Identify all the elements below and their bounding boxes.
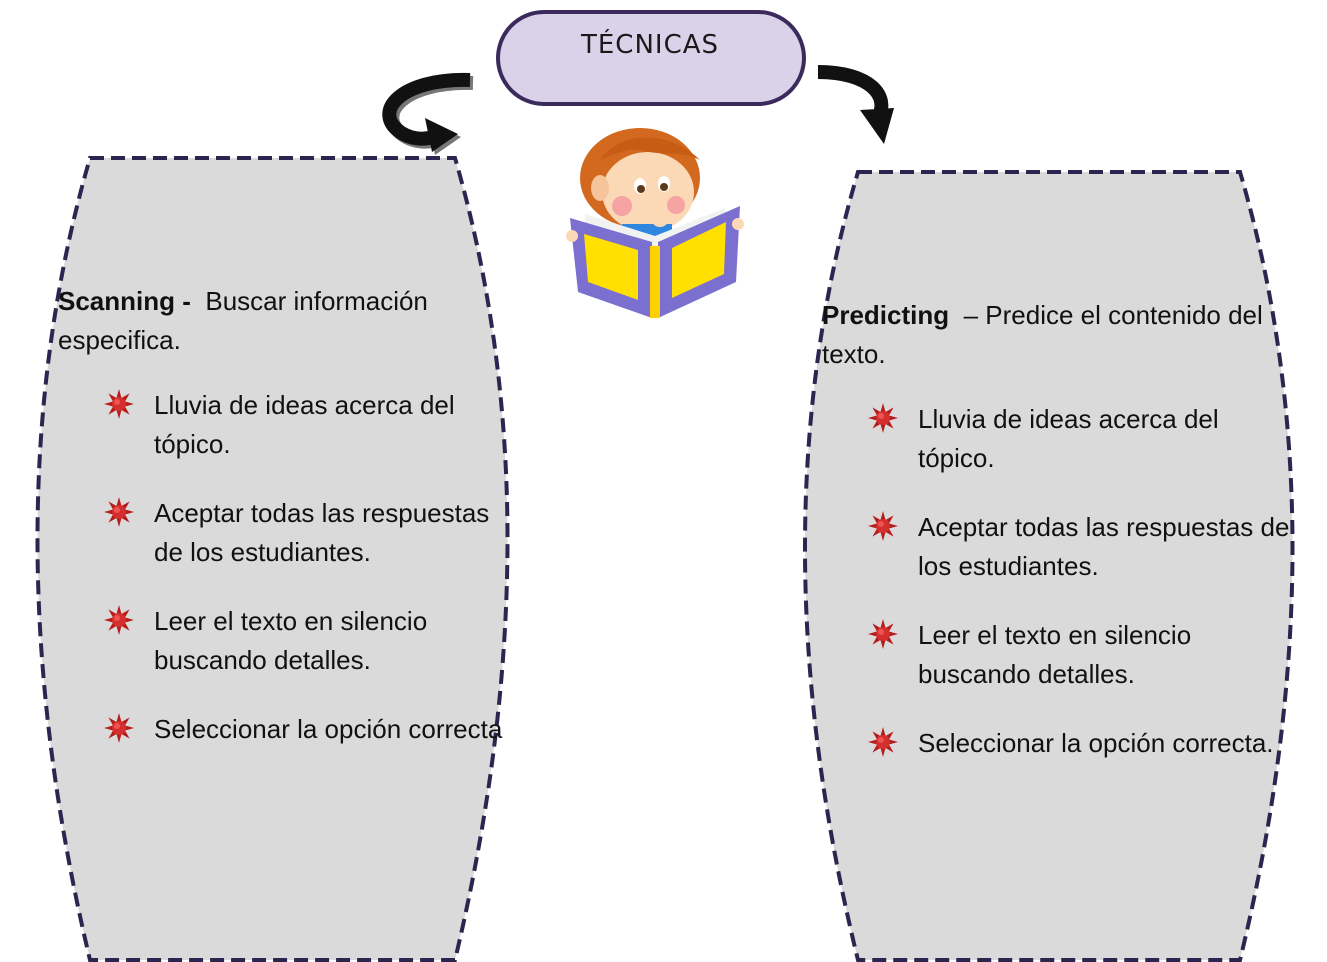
- starburst-bullet-icon: [104, 713, 134, 743]
- list-item-text: Seleccionar la opción correcta: [154, 714, 503, 744]
- starburst-bullet-icon: [868, 511, 898, 541]
- right-curved-arrow-icon: [817, 65, 894, 144]
- starburst-bullet-icon: [104, 389, 134, 419]
- scanning-term: Scanning -: [58, 286, 191, 316]
- starburst-bullet-icon: [868, 727, 898, 757]
- list-item: Leer el texto en silencio buscando detal…: [104, 602, 508, 680]
- list-item: Aceptar todas las respuestas de los estu…: [868, 508, 1292, 586]
- list-item: Aceptar todas las respuestas de los estu…: [104, 494, 508, 572]
- predicting-term: Predicting: [822, 300, 950, 330]
- list-item: Seleccionar la opción correcta: [104, 710, 508, 749]
- left-curved-arrow-icon: [382, 72, 474, 155]
- predicting-description: – Predice el contenido del texto.: [822, 300, 1263, 369]
- title-box: [496, 10, 806, 106]
- list-item-text: Leer el texto en silencio buscando detal…: [918, 620, 1192, 689]
- scanning-steps-list: Lluvia de ideas acerca del tópico. Acept…: [58, 386, 508, 749]
- predicting-heading: Predicting – Predice el contenido del te…: [822, 296, 1292, 374]
- list-item-text: Leer el texto en silencio buscando detal…: [154, 606, 428, 675]
- right-panel-shape: [803, 170, 1295, 962]
- boy-reading-book-illustration: [566, 128, 744, 318]
- starburst-bullet-icon: [868, 619, 898, 649]
- list-item-text: Lluvia de ideas acerca del tópico.: [154, 390, 455, 459]
- list-item: Lluvia de ideas acerca del tópico.: [868, 400, 1292, 478]
- list-item-text: Seleccionar la opción correcta.: [918, 728, 1274, 758]
- starburst-bullet-icon: [104, 605, 134, 635]
- left-panel-shape: [35, 156, 510, 962]
- scanning-panel: Scanning - Buscar información especifica…: [58, 282, 508, 779]
- starburst-bullet-icon: [104, 497, 134, 527]
- list-item: Seleccionar la opción correcta.: [868, 724, 1292, 763]
- title-label: TÉCNICAS: [580, 30, 720, 60]
- predicting-steps-list: Lluvia de ideas acerca del tópico. Acept…: [822, 400, 1292, 763]
- predicting-panel: Predicting – Predice el contenido del te…: [822, 296, 1292, 793]
- scanning-description: Buscar información especifica.: [58, 286, 428, 355]
- list-item-text: Aceptar todas las respuestas de los estu…: [154, 498, 490, 567]
- list-item: Lluvia de ideas acerca del tópico.: [104, 386, 508, 464]
- list-item: Leer el texto en silencio buscando detal…: [868, 616, 1292, 694]
- scanning-heading: Scanning - Buscar información especifica…: [58, 282, 508, 360]
- list-item-text: Lluvia de ideas acerca del tópico.: [918, 404, 1219, 473]
- starburst-bullet-icon: [868, 403, 898, 433]
- list-item-text: Aceptar todas las respuestas de los estu…: [918, 512, 1290, 581]
